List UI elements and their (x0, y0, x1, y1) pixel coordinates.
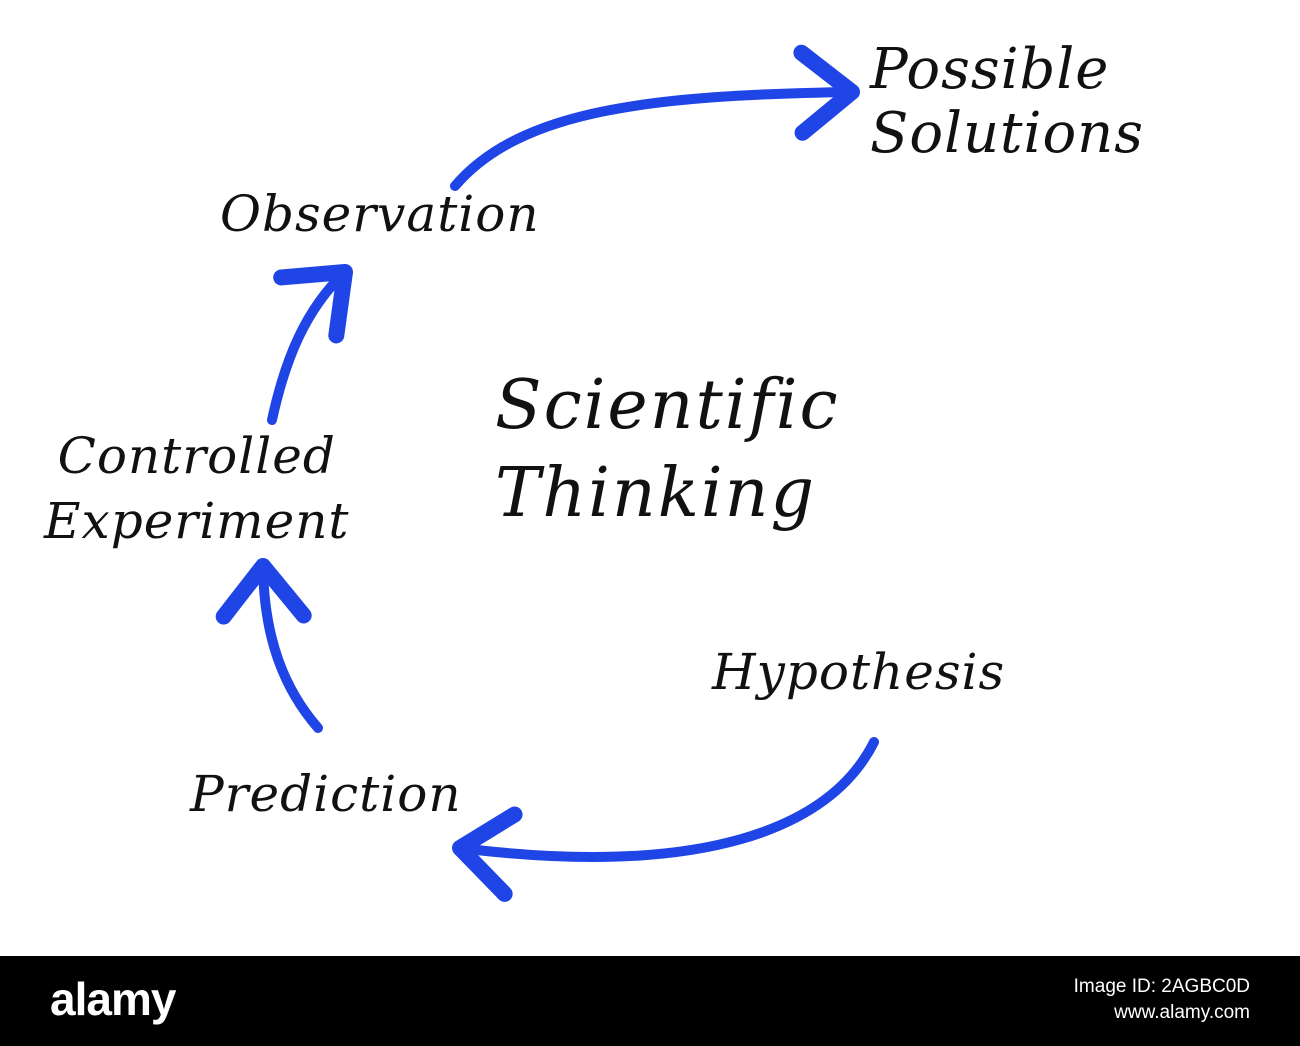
node-possible-solutions: Possible Solutions (870, 37, 1144, 167)
title-line-2: Thinking (495, 454, 816, 534)
diagram-title: Scientific Thinking (495, 362, 955, 539)
brand-logo: alamy (50, 973, 176, 1025)
node-controlled-experiment: Controlled Experiment (44, 424, 349, 554)
image-id-text: Image ID: 2AGBC0D (1073, 976, 1250, 997)
cycle-arrows (215, 44, 879, 902)
arrow-prediction-to-experiment (215, 558, 323, 733)
arrow-observation-to-solutions (450, 44, 860, 191)
node-controlled-experiment-line-1: Controlled (57, 427, 336, 485)
node-prediction: Prediction (190, 765, 462, 823)
stock-footer: alamy Image ID: 2AGBC0D www.alamy.com (0, 956, 1300, 1046)
arrow-hypothesis-to-prediction (452, 737, 879, 902)
title-line-1: Scientific (495, 366, 840, 445)
node-possible-solutions-line-1: Possible (870, 37, 1110, 102)
node-observation: Observation (220, 185, 540, 243)
diagram-canvas: Scientific Thinking Possible Solutions O… (44, 37, 1144, 902)
node-controlled-experiment-line-2: Experiment (44, 492, 350, 550)
image-id-block: Image ID: 2AGBC0D www.alamy.com (1074, 974, 1250, 1025)
node-possible-solutions-line-2: Solutions (870, 101, 1144, 167)
node-hypothesis: Hypothesis (712, 643, 1006, 701)
footer-url: www.alamy.com (1114, 1001, 1250, 1023)
arrow-experiment-to-observation (267, 264, 353, 425)
